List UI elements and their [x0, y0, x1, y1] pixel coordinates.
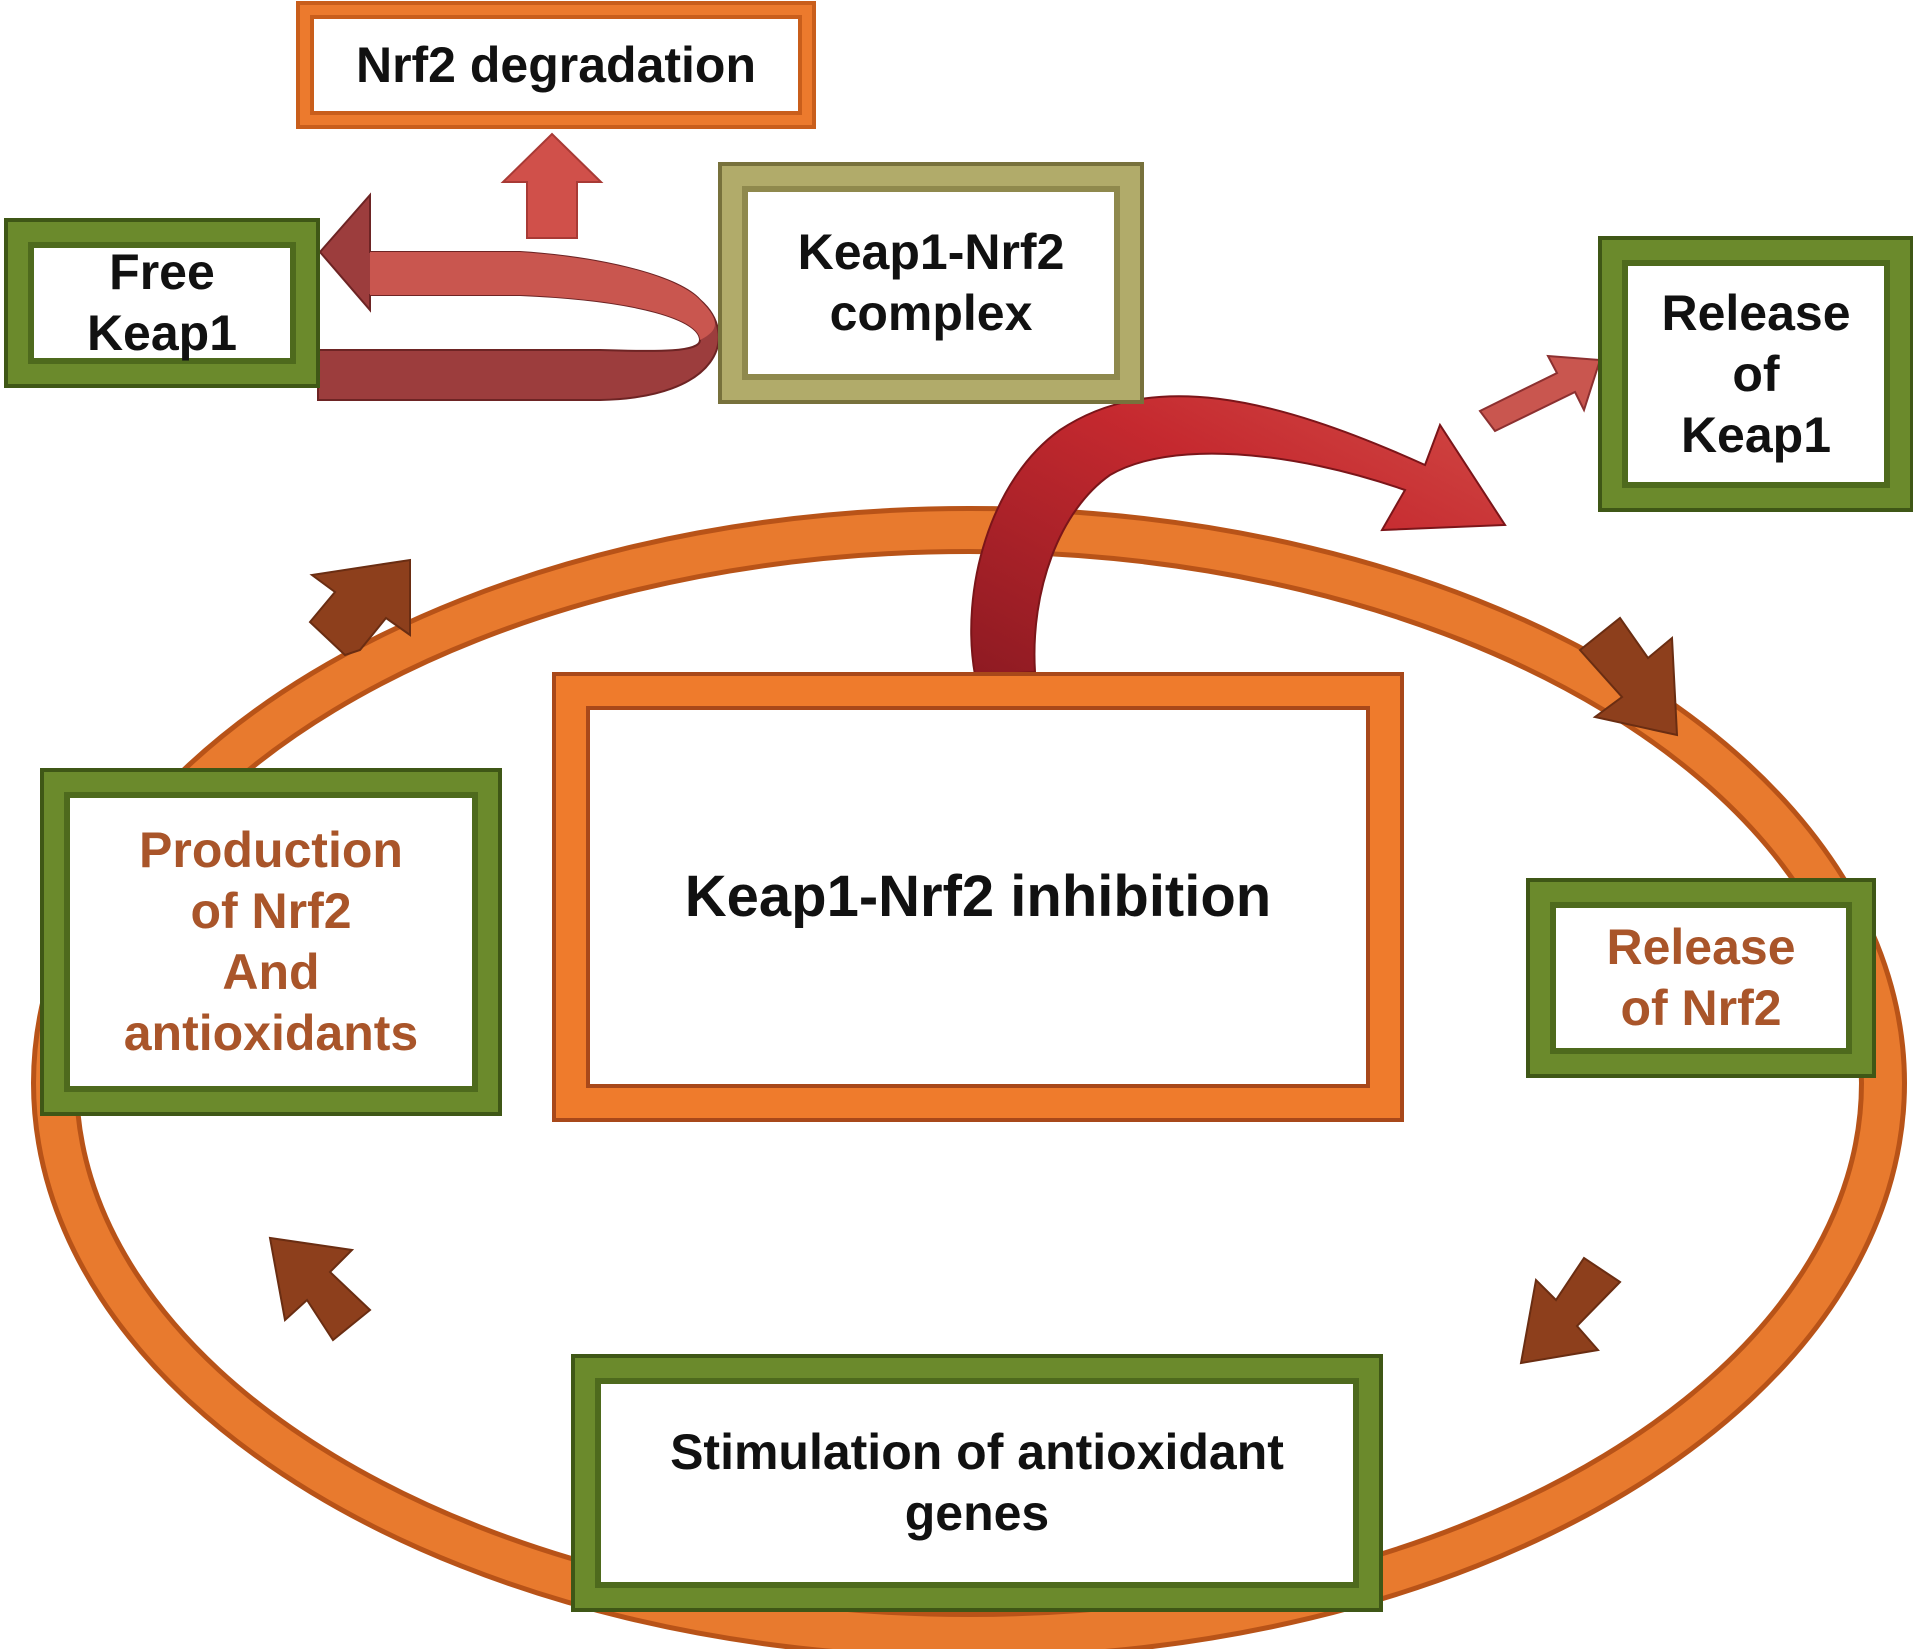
node-stimulation: Stimulation of antioxidant genes	[575, 1358, 1379, 1608]
cycle-arrow-left-top	[308, 558, 411, 657]
cycle-arrow-right-bottom	[1519, 1256, 1622, 1365]
node-release-nrf2-label: Release of Nrf2	[1606, 919, 1796, 1036]
curved-arrow-inhibition	[970, 395, 1507, 677]
cycle-arrows	[268, 558, 1679, 1365]
node-nrf2-degradation: Nrf2 degradation	[300, 5, 812, 125]
node-complex-label: Keap1-Nrf2 complex	[797, 224, 1065, 341]
node-free-keap1: Free Keap1	[8, 222, 316, 384]
loop-arrow	[317, 192, 720, 401]
node-free-keap1-label: Free Keap1	[86, 244, 238, 361]
arrow-to-release-keap1	[1478, 354, 1602, 433]
node-inhibition-label: Keap1-Nrf2 inhibition	[684, 863, 1272, 929]
node-release-keap1-label: Release of Keap1	[1661, 284, 1851, 463]
node-release-keap1: Release of Keap1	[1602, 240, 1910, 508]
node-production-label: Production of Nrf2 And antioxidants	[123, 822, 419, 1061]
node-inhibition: Keap1-Nrf2 inhibition	[556, 676, 1400, 1118]
cycle-arrow-left-bottom-shape	[268, 1236, 372, 1342]
node-nrf2-degradation-label: Nrf2 degradation	[355, 36, 757, 93]
cycle-arrow-right-top	[1578, 616, 1679, 737]
node-stimulation-label: Stimulation of antioxidant genes	[670, 1424, 1284, 1541]
up-arrow-degradation	[500, 132, 604, 239]
node-release-nrf2: Release of Nrf2	[1530, 882, 1872, 1074]
node-production: Production of Nrf2 And antioxidants	[44, 772, 498, 1112]
node-keap1-nrf2-complex: Keap1-Nrf2 complex	[722, 166, 1140, 400]
